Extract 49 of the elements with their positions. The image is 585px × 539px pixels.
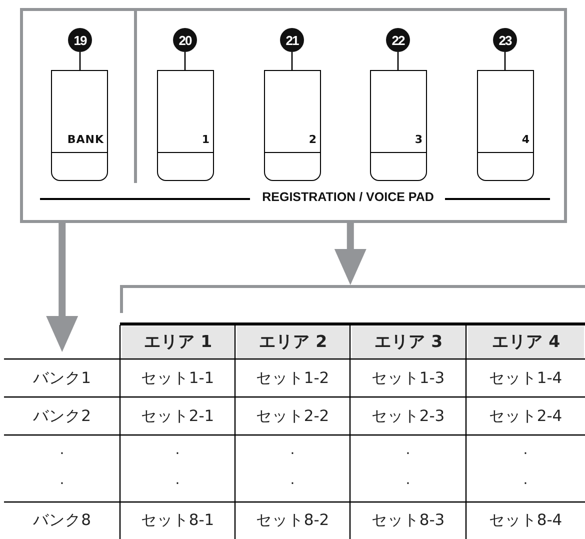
panel-label: REGISTRATION / VOICE PAD bbox=[261, 190, 435, 204]
set-label: セット2-4 bbox=[488, 406, 562, 426]
arrow bbox=[46, 223, 78, 352]
pad-label: 1 bbox=[202, 133, 210, 146]
pad-button bbox=[370, 70, 427, 181]
ellipsis-dots: · · bbox=[289, 444, 296, 494]
set-label: セット2-3 bbox=[371, 406, 445, 426]
set-label: セット2-2 bbox=[256, 406, 330, 426]
leader-line bbox=[79, 52, 81, 70]
set-label: セット1-3 bbox=[371, 368, 445, 388]
row-label: バンク1 bbox=[33, 368, 91, 388]
ellipsis-dots: · · bbox=[174, 444, 181, 494]
leader-line bbox=[504, 52, 506, 70]
column-header: エリア 4 bbox=[468, 326, 584, 358]
column-header: エリア 2 bbox=[237, 326, 349, 358]
callout-number: 23 bbox=[493, 28, 517, 52]
leader-line bbox=[397, 52, 399, 70]
pad-label: 4 bbox=[522, 133, 530, 146]
row-label: バンク8 bbox=[33, 510, 91, 531]
callout-number: 22 bbox=[386, 28, 410, 52]
pad-button bbox=[264, 70, 321, 181]
set-label: セット8-3 bbox=[371, 510, 445, 531]
ellipsis-dots: · · bbox=[404, 444, 412, 494]
column-header: エリア 1 bbox=[122, 326, 234, 358]
arrow bbox=[334, 223, 366, 285]
ellipsis-dots: · · bbox=[58, 444, 66, 494]
pad-label: 3 bbox=[414, 133, 423, 146]
ellipsis-dots: · · bbox=[522, 444, 529, 494]
set-label: セット8-4 bbox=[488, 510, 562, 531]
callout-number: 21 bbox=[280, 28, 304, 52]
leader-line bbox=[184, 52, 186, 70]
bracket bbox=[120, 285, 585, 313]
callout-number: 20 bbox=[173, 28, 197, 52]
set-label: セット8-2 bbox=[256, 510, 330, 531]
callout-number: 19 bbox=[68, 28, 92, 52]
set-label: セット1-2 bbox=[256, 368, 330, 388]
set-label: セット1-4 bbox=[488, 368, 562, 388]
column-header: エリア 3 bbox=[352, 326, 465, 358]
pad-button bbox=[477, 70, 534, 181]
pad-label: 2 bbox=[308, 133, 317, 146]
pad-label: BANK bbox=[67, 133, 104, 146]
leader-line bbox=[291, 52, 293, 70]
row-label: バンク2 bbox=[33, 406, 91, 426]
pad-button bbox=[157, 70, 214, 181]
pad-button bbox=[51, 70, 108, 181]
set-label: セット1-1 bbox=[140, 368, 214, 388]
set-label: セット2-1 bbox=[140, 406, 214, 426]
set-label: セット8-1 bbox=[140, 510, 214, 531]
control-panel bbox=[20, 8, 567, 223]
